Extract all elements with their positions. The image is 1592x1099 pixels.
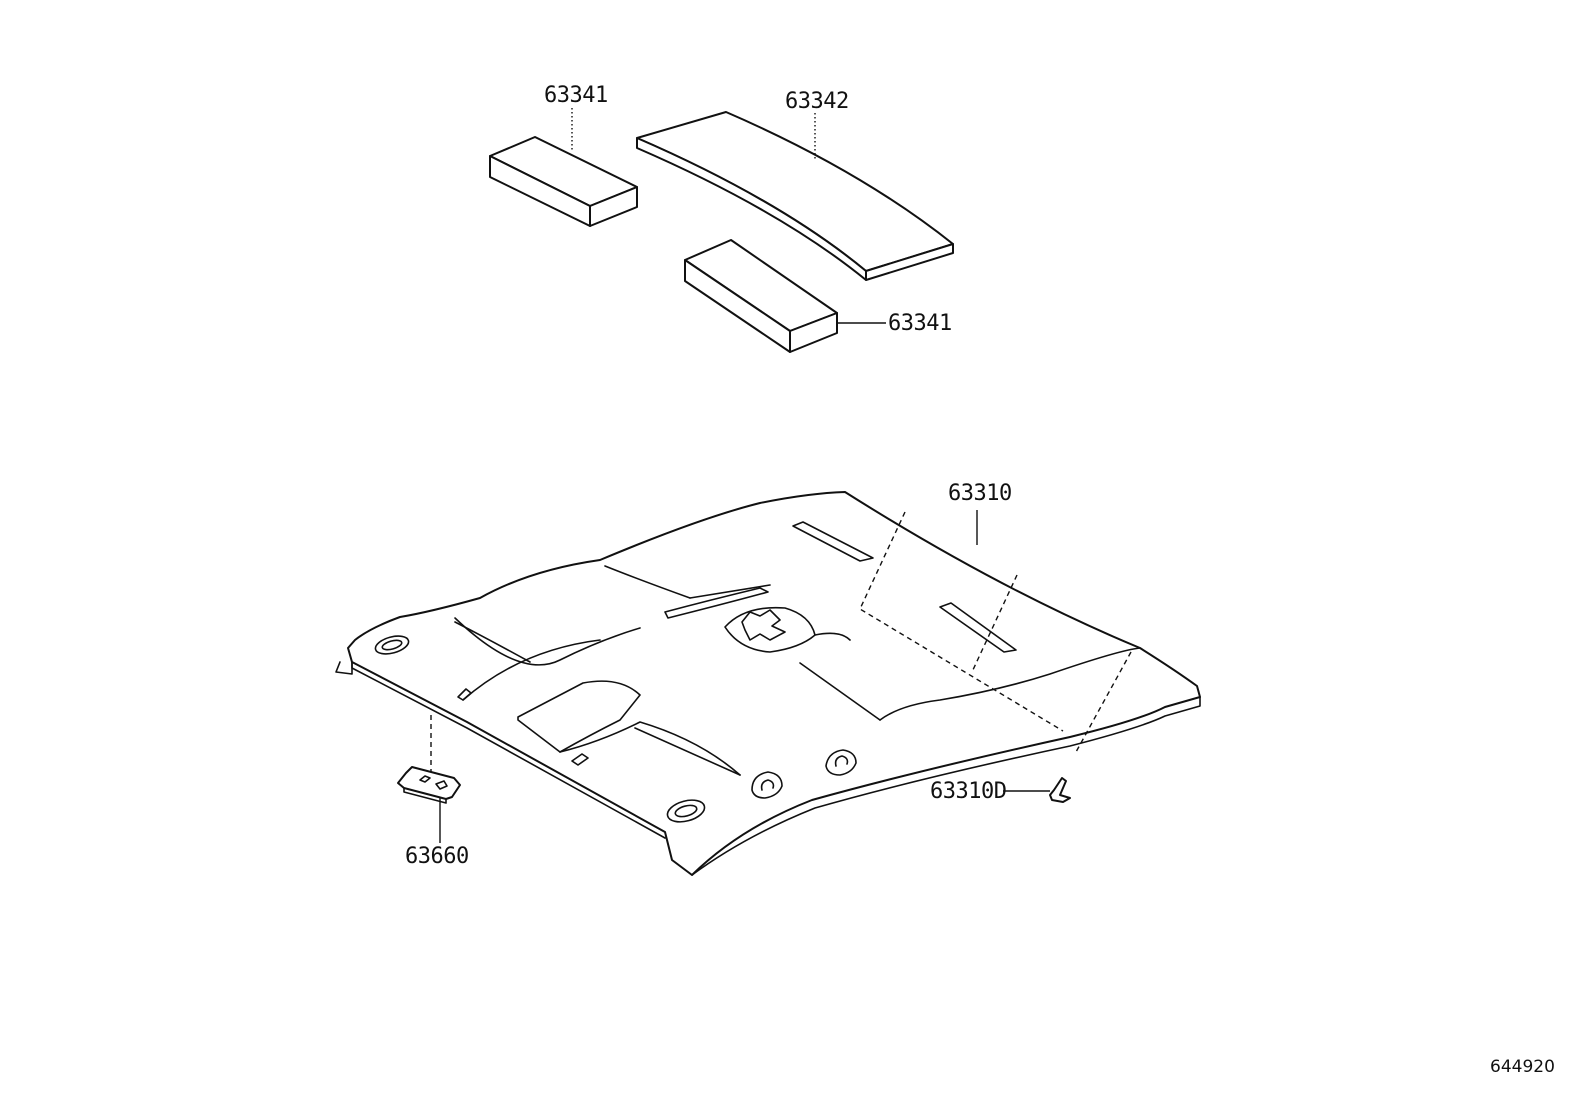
label-63341-rear[interactable]: 63341 <box>888 311 952 336</box>
bracket-63660[interactable] <box>397 766 461 804</box>
label-63310D[interactable]: 63310D <box>930 779 1007 804</box>
clip-63310D[interactable] <box>1049 777 1071 803</box>
pad-63342[interactable] <box>636 111 954 281</box>
reference-number: 644920 <box>1490 1057 1555 1077</box>
pad-63341-rear[interactable] <box>684 239 838 353</box>
headlining-63310[interactable] <box>335 491 1201 876</box>
label-63310[interactable]: 63310 <box>948 481 1012 506</box>
label-63341-front[interactable]: 63341 <box>544 83 608 108</box>
pad-position-outline <box>859 511 1132 753</box>
pad-63341-front[interactable] <box>489 136 638 227</box>
label-63342[interactable]: 63342 <box>785 89 849 114</box>
label-63660[interactable]: 63660 <box>405 844 469 869</box>
